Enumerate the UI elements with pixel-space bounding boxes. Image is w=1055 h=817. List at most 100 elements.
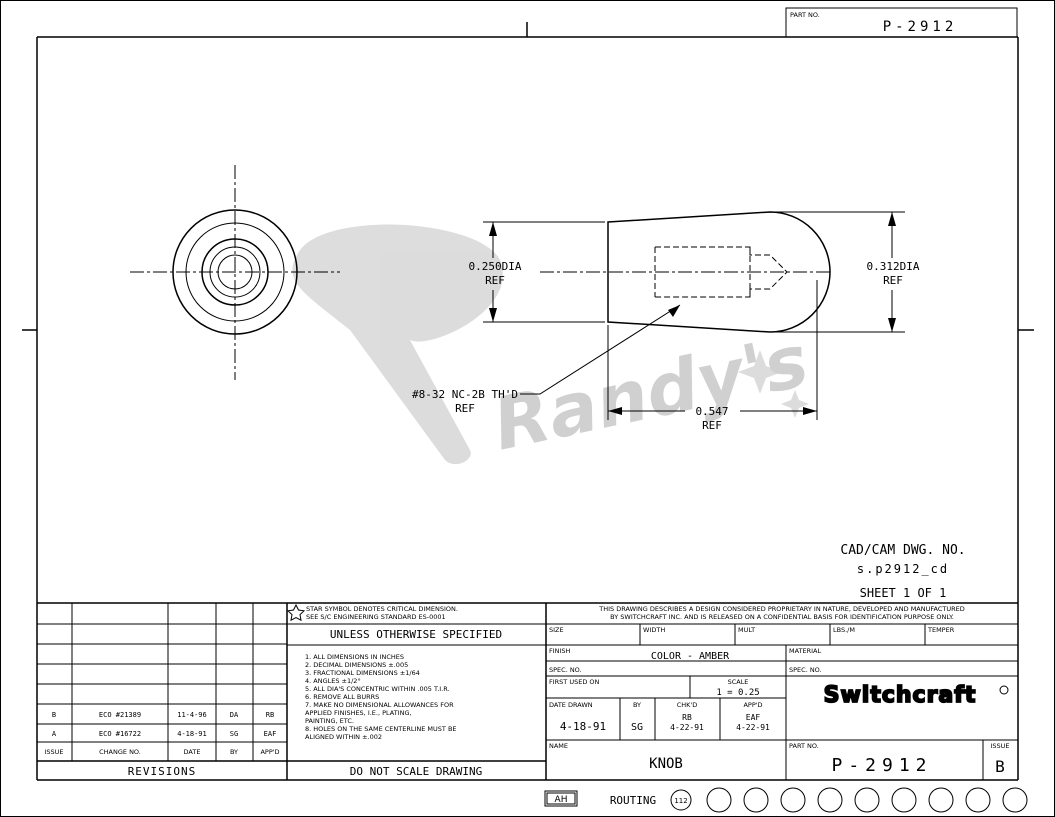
- dim-left-value: 0.250DIA: [469, 260, 522, 273]
- note-7: 7. MAKE NO DIMENSIONAL ALLOWANCES FOR: [305, 701, 454, 709]
- note-8: 8. HOLES ON THE SAME CENTERLINE MUST BE: [305, 725, 457, 733]
- proprietary-1: THIS DRAWING DESCRIBES A DESIGN CONSIDER…: [598, 605, 964, 613]
- length-ref: REF: [702, 419, 722, 432]
- chkd-by: RB: [682, 713, 692, 722]
- rev-b-date: 11-4-96: [177, 711, 207, 719]
- routing-circle: [891, 787, 917, 813]
- thread-ref: REF: [455, 402, 475, 415]
- by-label: BY: [633, 701, 641, 709]
- do-not-scale: DO NOT SCALE DRAWING: [350, 765, 482, 778]
- star-note-2: SEE S/C ENGINEERING STANDARD ES-0001: [306, 613, 446, 621]
- note-3: 3. FRACTIONAL DIMENSIONS ±1/64: [305, 669, 420, 677]
- routing-circle: [780, 787, 806, 813]
- rev-b-issue: B: [52, 711, 56, 719]
- note-6: 6. REMOVE ALL BURRS: [305, 693, 379, 701]
- routing-circle: [928, 787, 954, 813]
- name-label: NAME: [549, 742, 568, 750]
- routing-circle: [743, 787, 769, 813]
- name-value: KNOB: [649, 756, 683, 772]
- length-value: 0.547: [695, 405, 728, 418]
- appd-label: APP'D: [743, 701, 762, 709]
- chkd-label: CHK'D: [677, 701, 697, 709]
- material-label: MATERIAL: [789, 647, 822, 655]
- rev-b-appd: RB: [266, 711, 274, 719]
- rev-a-change: ECO #16722: [99, 730, 141, 738]
- scale-value: 1 = 0.25: [716, 688, 759, 698]
- note-1: 1. ALL DIMENSIONS IN INCHES: [305, 653, 404, 661]
- routing-label: ROUTING: [610, 794, 656, 807]
- first-used-label: FIRST USED ON: [549, 678, 600, 686]
- rev-a-date: 4-18-91: [177, 730, 207, 738]
- rev-header-date: DATE: [184, 748, 201, 756]
- width-label: WIDTH: [643, 626, 665, 634]
- rev-b-change: ECO #21389: [99, 711, 141, 719]
- date-drawn-value: 4-18-91: [560, 720, 606, 733]
- rev-header-issue: ISSUE: [44, 748, 63, 756]
- rev-a-issue: A: [52, 730, 57, 738]
- rev-header-appd: APP'D: [260, 748, 279, 756]
- dim-right-value: 0.312DIA: [867, 260, 920, 273]
- date-drawn-label: DATE DRAWN: [549, 701, 593, 709]
- end-view: [130, 165, 340, 380]
- issue-value: B: [995, 757, 1005, 776]
- star-note-1: STAR SYMBOL DENOTES CRITICAL DIMENSION.: [306, 605, 458, 613]
- spec2-label: SPEC. NO.: [789, 666, 822, 674]
- routing-circle: [1002, 787, 1028, 813]
- by-value: SG: [631, 722, 643, 733]
- finish-value: COLOR - AMBER: [651, 651, 730, 662]
- star-icon: [286, 603, 306, 622]
- revisions-table: B ECO #21389 11-4-96 DA RB A ECO #16722 …: [37, 603, 288, 780]
- notes-box: STAR SYMBOL DENOTES CRITICAL DIMENSION. …: [286, 603, 546, 778]
- temper-label: TEMPER: [927, 626, 955, 634]
- dim-right-ref: REF: [883, 274, 903, 287]
- scale-label: SCALE: [728, 678, 749, 686]
- rev-header-change: CHANGE NO.: [99, 748, 141, 756]
- routing-circle: [706, 787, 732, 813]
- spec-label: SPEC. NO.: [549, 666, 582, 674]
- dim-left: 0.250DIA REF: [469, 221, 605, 323]
- appd-date: 4-22-91: [736, 723, 770, 732]
- issue-label: ISSUE: [990, 742, 1009, 750]
- partno-value: P-2912: [831, 755, 932, 776]
- rev-a-appd: EAF: [264, 730, 277, 738]
- thread-value: #8-32 NC-2B TH'D: [412, 388, 518, 401]
- size-label: SIZE: [549, 626, 564, 634]
- routing-circle: [854, 787, 880, 813]
- routing-circle: [965, 787, 991, 813]
- thread-callout: #8-32 NC-2B TH'D REF: [412, 304, 681, 415]
- note-7c: PAINTING, ETC.: [305, 717, 354, 725]
- chkd-date: 4-22-91: [670, 723, 704, 732]
- appd-by: EAF: [746, 713, 761, 722]
- watermark-text: Randy's: [486, 318, 815, 466]
- rev-b-by: DA: [230, 711, 239, 719]
- note-4: 4. ANGLES ±1/2°: [305, 677, 361, 685]
- routing-row: AH ROUTING 112: [544, 787, 1028, 813]
- note-2: 2. DECIMAL DIMENSIONS ±.005: [305, 661, 408, 669]
- finish-label: FINISH: [549, 647, 571, 655]
- side-view: [540, 211, 831, 333]
- lbs-label: LBS./M: [833, 626, 855, 634]
- registered-icon: [999, 685, 1009, 695]
- part-no-top-label: PART NO.: [790, 11, 820, 19]
- dim-length: 0.547 REF: [607, 280, 818, 432]
- unless-specified: UNLESS OTHERWISE SPECIFIED: [330, 628, 502, 641]
- rev-header-by: BY: [230, 748, 238, 756]
- note-5: 5. ALL DIA'S CONCENTRIC WITHIN .005 T.I.…: [305, 685, 450, 693]
- mult-label: MULT: [738, 626, 755, 634]
- revisions-title: REVISIONS: [128, 765, 197, 778]
- routing-badge: AH: [555, 795, 568, 805]
- routing-number: 112: [674, 797, 687, 805]
- partno-label: PART NO.: [789, 742, 819, 750]
- cad-title: CAD/CAM DWG. NO.: [840, 543, 965, 558]
- title-block: THIS DRAWING DESCRIBES A DESIGN CONSIDER…: [545, 603, 1018, 780]
- cad-file: s.p2912_cd: [857, 562, 949, 576]
- dim-left-ref: REF: [485, 274, 505, 287]
- rev-a-by: SG: [230, 730, 238, 738]
- watermark: Randy's: [292, 224, 815, 467]
- routing-circle: [817, 787, 843, 813]
- proprietary-2: BY SWITCHCRAFT INC. AND IS RELEASED ON A…: [610, 613, 954, 621]
- part-no-top-box: [785, 7, 1018, 38]
- note-8b: ALIGNED WITHIN ±.002: [305, 733, 382, 741]
- part-no-top-value: P-2912: [883, 19, 958, 35]
